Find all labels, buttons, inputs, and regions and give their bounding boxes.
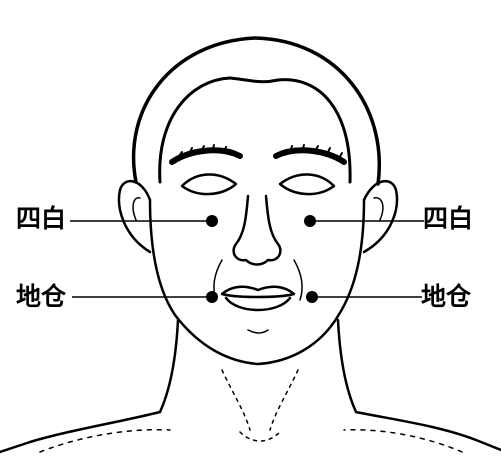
acupoint-sibai-right-icon	[304, 215, 316, 227]
label-dicang-right: 地仓	[421, 284, 471, 309]
acupoint-dicang-right-icon	[306, 291, 318, 303]
acupoint-dicang-left-icon	[206, 291, 218, 303]
label-sibai-right: 四白	[423, 206, 473, 231]
mouth-upper-lip	[222, 287, 294, 297]
right-ear	[364, 181, 397, 252]
label-sibai-left: 四白	[16, 206, 66, 231]
acupoint-sibai-left-icon	[206, 215, 218, 227]
neck-right	[338, 320, 356, 412]
right-eye	[280, 174, 334, 194]
right-eyebrow	[276, 150, 344, 162]
shoulder-left	[0, 412, 160, 452]
left-eye	[182, 174, 236, 194]
label-dicang-left: 地仓	[16, 284, 66, 309]
nose	[234, 196, 281, 265]
face-contour	[150, 200, 364, 364]
shoulder-right	[356, 412, 501, 450]
neck-left	[160, 320, 178, 412]
hairline	[160, 78, 350, 182]
mouth-lower-lip	[226, 298, 290, 310]
